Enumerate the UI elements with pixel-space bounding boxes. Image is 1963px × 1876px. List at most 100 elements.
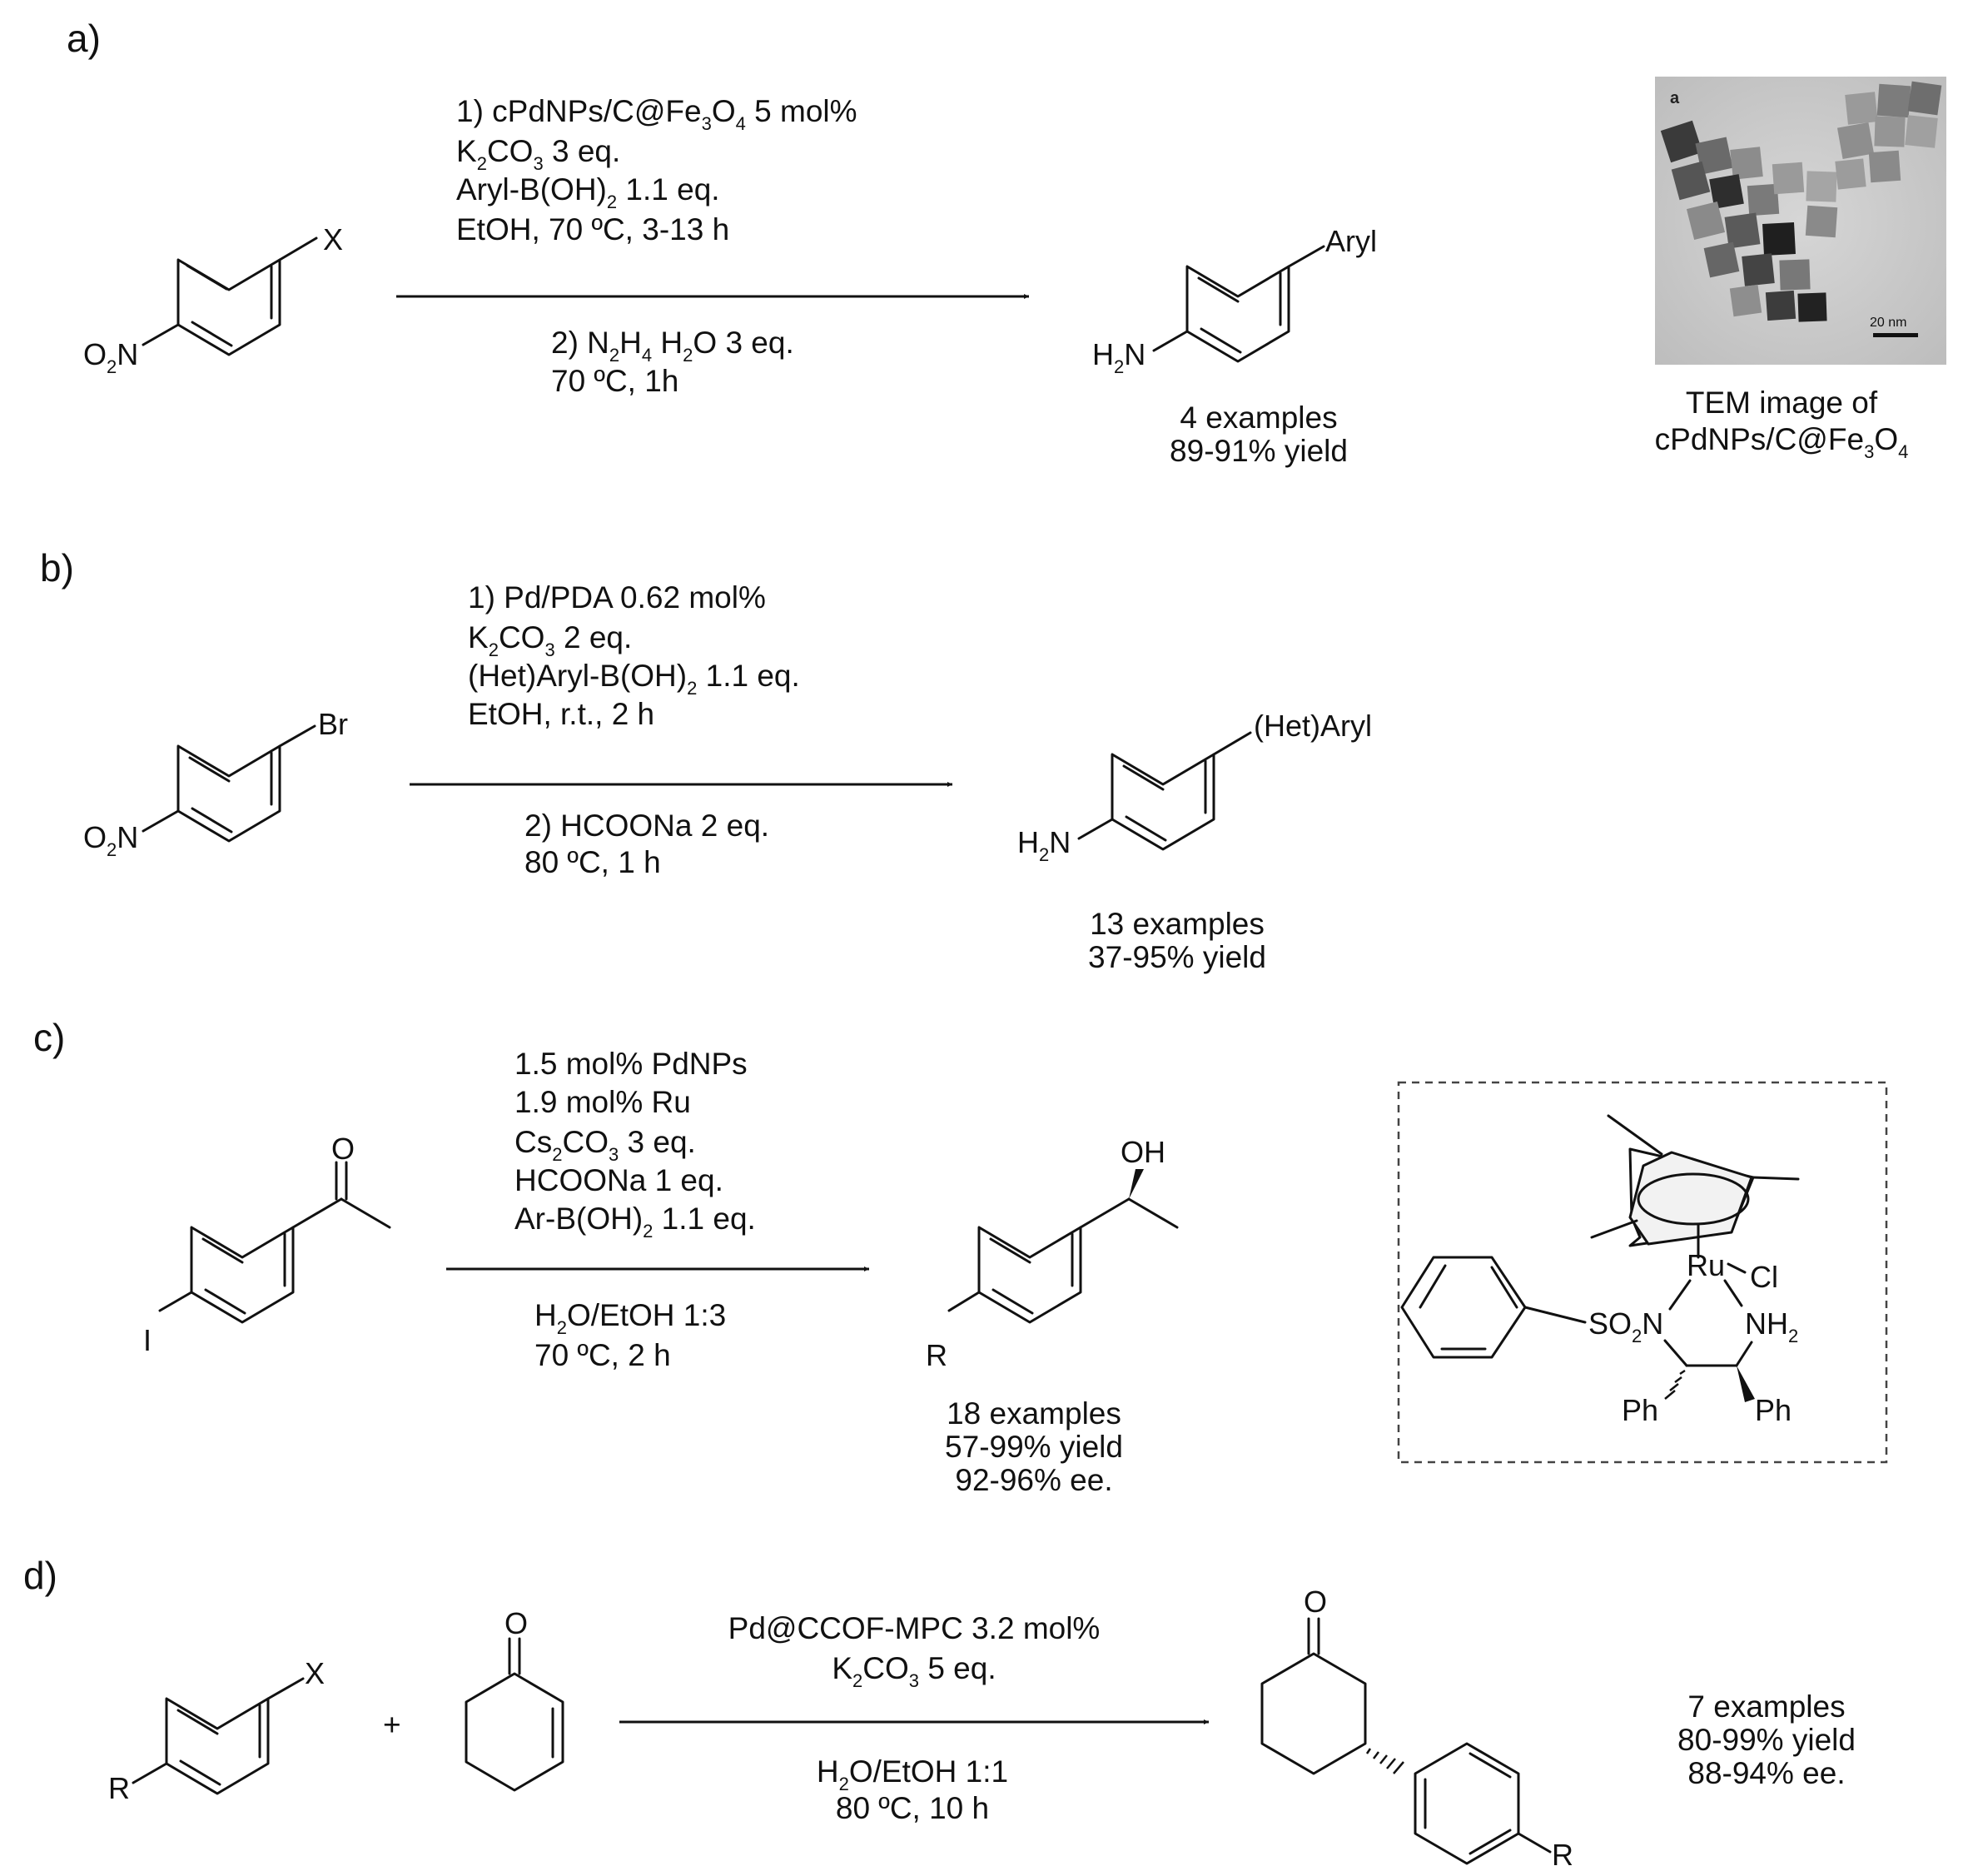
catalyst-dashed-frame xyxy=(1397,1081,1888,1464)
amine-ligand: NH2 xyxy=(1745,1306,1798,1346)
condition-line-3: Aryl-B(OH)2 1.1 eq. xyxy=(456,172,720,212)
ketone-oxygen: O xyxy=(1304,1585,1327,1619)
condition-line-2: K2CO3 3 eq. xyxy=(456,134,620,174)
iodo-substituent: I xyxy=(143,1323,152,1357)
benzene-ring xyxy=(158,1161,391,1324)
temperature-time: 70 ºC, 2 h xyxy=(534,1338,671,1372)
panel-a-label: a) xyxy=(67,17,101,60)
panel-a: a) X O2N 1) cPdNPs/C@Fe3O4 5 mol% K2CO3 … xyxy=(67,17,1946,468)
step-2-line-2: 70 ºC, 1h xyxy=(551,364,678,398)
benzene-ring xyxy=(1152,245,1325,363)
yield-range: 89-91% yield xyxy=(1170,434,1348,468)
yield-range: 80-99% yield xyxy=(1677,1723,1856,1757)
phenyl-sulfonyl-ring xyxy=(1400,1256,1587,1359)
panel-d-conditions: Pd@CCOF-MPC 3.2 mol% K2CO3 5 eq. H2O/EtO… xyxy=(619,1611,1209,1825)
panel-a-conditions: 1) cPdNPs/C@Fe3O4 5 mol% K2CO3 3 eq. Ary… xyxy=(396,94,1029,398)
ee-range: 92-96% ee. xyxy=(955,1463,1112,1497)
condition-line-1: 1) cPdNPs/C@Fe3O4 5 mol% xyxy=(456,94,857,134)
condition-line-2: 1.9 mol% Ru xyxy=(514,1085,691,1119)
condition-line-3: Cs2CO3 3 eq. xyxy=(514,1125,696,1165)
enone-oxygen: O xyxy=(504,1606,528,1640)
enone-ring xyxy=(465,1637,564,1792)
tem-scale-bar xyxy=(1873,333,1918,337)
panel-b-label: b) xyxy=(40,546,74,590)
solvent: H2O/EtOH 1:1 xyxy=(817,1754,1008,1794)
step-2-line-1: 2) N2H4 H2O 3 eq. xyxy=(551,326,794,366)
yield-range: 37-95% yield xyxy=(1088,940,1266,974)
substituent-r: R xyxy=(108,1771,130,1805)
panel-d-results: 7 examples 80-99% yield 88-94% ee. xyxy=(1677,1689,1856,1790)
panel-b: b) Br O2N 1) Pd/PDA 0.62 mol% K2CO3 2 eq… xyxy=(40,546,1372,974)
arene-ligand xyxy=(1590,1114,1800,1259)
yield-range: 57-99% yield xyxy=(945,1430,1123,1464)
bromo-substituent: Br xyxy=(318,707,348,741)
examples-count: 18 examples xyxy=(947,1396,1121,1431)
panel-c-reactant: O I xyxy=(143,1132,391,1357)
panel-b-conditions: 1) Pd/PDA 0.62 mol% K2CO3 2 eq. (Het)Ary… xyxy=(410,580,952,879)
temperature-time: 80 ºC, 10 h xyxy=(836,1791,989,1825)
ru-catalyst-box: Ru Cl SO2N NH2 xyxy=(1397,1081,1888,1464)
panel-d: d) X R + O Pd@CCOF-MPC 3. xyxy=(23,1554,1856,1872)
stereo-bonds xyxy=(1664,1366,1755,1402)
panel-b-product: (Het)Aryl H2N 13 examples 37-95% yield xyxy=(1017,709,1372,974)
panel-b-reactant: Br O2N xyxy=(83,707,348,860)
benzene-ring xyxy=(947,1197,1179,1324)
benzene-ring xyxy=(142,724,316,843)
condition-line-2: K2CO3 2 eq. xyxy=(468,620,632,660)
condition-line-5: Ar-B(OH)2 1.1 eq. xyxy=(514,1202,756,1242)
substituent-x: X xyxy=(323,222,343,256)
phenyl-1: Ph xyxy=(1622,1393,1658,1427)
benzene-ring xyxy=(142,236,318,356)
panel-c-conditions: 1.5 mol% PdNPs 1.9 mol% Ru Cs2CO3 3 eq. … xyxy=(446,1047,869,1372)
step-2-line-2: 80 ºC, 1 h xyxy=(524,845,661,879)
r-substituent: R xyxy=(926,1338,947,1372)
examples-count: 4 examples xyxy=(1180,401,1337,435)
condition-line-4: EtOH, r.t., 2 h xyxy=(468,697,654,731)
condition-line-3: (Het)Aryl-B(OH)2 1.1 eq. xyxy=(468,659,800,699)
ketone-oxygen: O xyxy=(331,1132,355,1166)
nitro-group: O2N xyxy=(83,337,138,377)
het-aryl-substituent: (Het)Aryl xyxy=(1254,709,1372,743)
hydroxyl-group: OH xyxy=(1121,1135,1165,1169)
panel-d-aryl-halide: X R xyxy=(108,1656,325,1805)
condition-line-1: Pd@CCOF-MPC 3.2 mol% xyxy=(728,1611,1101,1645)
phenyl-2: Ph xyxy=(1755,1393,1792,1427)
condition-line-4: EtOH, 70 ºC, 3-13 h xyxy=(456,212,729,246)
aryl-substituent: Aryl xyxy=(1325,224,1377,258)
tem-panel-letter: a xyxy=(1670,89,1680,107)
benzene-ring xyxy=(132,1677,305,1795)
condition-line-4: HCOONa 1 eq. xyxy=(514,1163,723,1197)
examples-count: 7 examples xyxy=(1687,1689,1845,1724)
aryl-ring xyxy=(1414,1742,1552,1865)
stereo-hash-bond xyxy=(1365,1748,1404,1774)
panel-d-product: O R xyxy=(1260,1585,1573,1872)
chloride-ligand: Cl xyxy=(1750,1260,1778,1294)
amine-group: H2N xyxy=(1092,337,1145,377)
cyclohexanone-ring xyxy=(1260,1617,1367,1775)
ru-bonds xyxy=(1663,1262,1753,1367)
tem-scale-label: 20 nm xyxy=(1870,316,1906,330)
panel-c-label: c) xyxy=(33,1016,65,1059)
panel-c: c) O I 1.5 mol% PdNPs 1.9 mol% Ru Cs2CO3… xyxy=(33,1016,1888,1497)
panel-a-reactant: X O2N xyxy=(83,222,343,377)
ruthenium-center: Ru xyxy=(1687,1248,1725,1282)
tem-caption-line-2: cPdNPs/C@Fe3O4 xyxy=(1655,422,1909,462)
nanocube-cluster xyxy=(1660,81,1942,322)
benzene-ring xyxy=(1077,731,1252,851)
panel-a-product: Aryl H2N 4 examples 89-91% yield xyxy=(1092,224,1377,468)
ee-range: 88-94% ee. xyxy=(1687,1756,1845,1790)
substituent-x: X xyxy=(305,1656,325,1690)
panel-d-label: d) xyxy=(23,1554,57,1597)
condition-line-2: K2CO3 5 eq. xyxy=(832,1651,996,1691)
condition-line-1: 1.5 mol% PdNPs xyxy=(514,1047,748,1081)
r-substituent: R xyxy=(1552,1838,1573,1872)
sulfonamide-group: SO2N xyxy=(1588,1306,1663,1346)
tem-caption-line-1: TEM image of xyxy=(1686,386,1878,420)
step-2-line-1: 2) HCOONa 2 eq. xyxy=(524,809,769,843)
solvent: H2O/EtOH 1:3 xyxy=(534,1298,726,1338)
amine-group: H2N xyxy=(1017,825,1071,865)
condition-line-1: 1) Pd/PDA 0.62 mol% xyxy=(468,580,766,615)
tem-image: a 20 nm TEM image of cPdNPs/C@Fe3O4 xyxy=(1655,77,1946,462)
panel-d-cyclohexenone: O xyxy=(465,1606,564,1792)
